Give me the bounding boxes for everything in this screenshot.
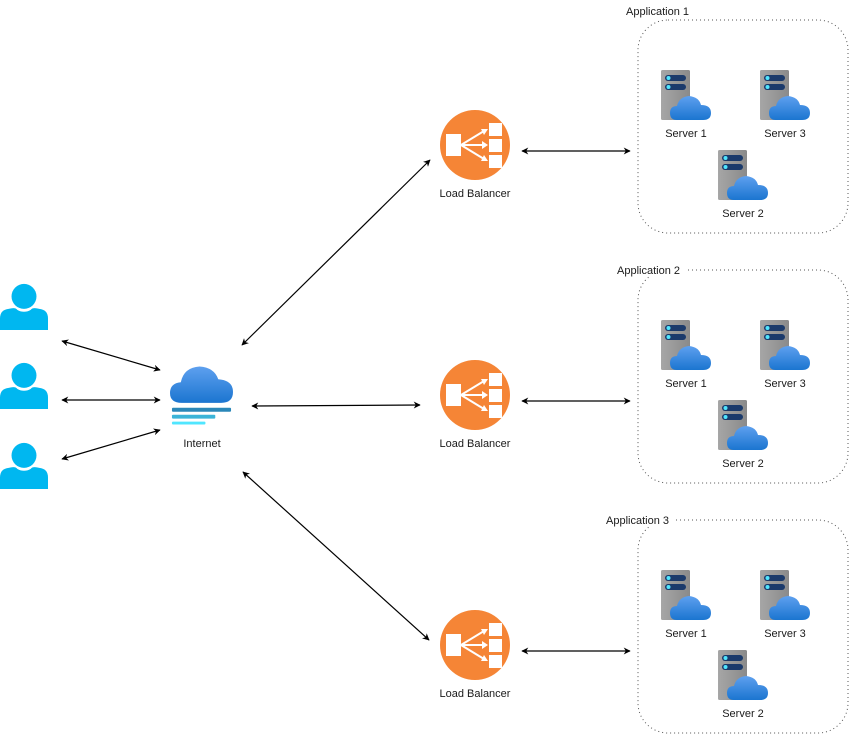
server-label: Server 2: [722, 458, 764, 470]
server-label: Server 3: [764, 628, 806, 640]
load-balancer-label: Load Balancer: [440, 438, 511, 450]
load-balancer-icon: [440, 110, 510, 180]
server-3[interactable]: Server 3: [760, 570, 810, 640]
server-label: Server 3: [764, 128, 806, 140]
server-3[interactable]: Server 3: [760, 70, 810, 140]
server-label: Server 2: [722, 208, 764, 220]
connector-user3-internet[interactable]: [61, 428, 161, 461]
server-icon: [661, 70, 711, 120]
load-balancer-icon: [440, 610, 510, 680]
application-group-3[interactable]: Application 3 Server 1 Server 3 Server 2: [604, 512, 849, 734]
server-label: Server 1: [665, 628, 707, 640]
application-group-border: [637, 19, 849, 234]
server-icon: [718, 650, 768, 700]
server-icon: [760, 320, 810, 370]
application-group-2[interactable]: Application 2 Server 1 Server 3 Server 2: [615, 262, 849, 484]
server-icon: [718, 150, 768, 200]
server-icon: [661, 320, 711, 370]
load-balancer-1[interactable]: Load Balancer: [440, 110, 511, 200]
server-icon: [718, 400, 768, 450]
load-balancer-3[interactable]: Load Balancer: [440, 610, 511, 700]
connector-internet-lb2[interactable]: [251, 401, 421, 410]
server-icon: [760, 70, 810, 120]
server-1[interactable]: Server 1: [661, 70, 711, 140]
title-backdrop: [615, 262, 685, 276]
server-2[interactable]: Server 2: [718, 650, 768, 720]
application-group-1[interactable]: Application 1 Server 1 Server 3 Server 2: [626, 6, 849, 234]
server-1[interactable]: Server 1: [661, 570, 711, 640]
load-balancer-2[interactable]: Load Balancer: [440, 360, 511, 450]
internet-node[interactable]: Internet: [170, 366, 233, 450]
application-title: Application 2: [617, 265, 680, 277]
server-icon: [661, 570, 711, 620]
load-balancer-label: Load Balancer: [440, 688, 511, 700]
internet-label: Internet: [183, 438, 220, 450]
server-label: Server 1: [665, 378, 707, 390]
internet-cloud-icon: [170, 366, 233, 425]
user-icon[interactable]: [0, 283, 48, 330]
connector-internet-lb3[interactable]: [242, 471, 430, 641]
title-backdrop: [604, 512, 674, 526]
application-group-border: [637, 519, 849, 734]
load-balancer-label: Load Balancer: [440, 188, 511, 200]
server-label: Server 3: [764, 378, 806, 390]
load-balancer-icon: [440, 360, 510, 430]
connector-internet-lb1[interactable]: [241, 159, 431, 346]
server-3[interactable]: Server 3: [760, 320, 810, 390]
server-label: Server 2: [722, 708, 764, 720]
server-1[interactable]: Server 1: [661, 320, 711, 390]
server-2[interactable]: Server 2: [718, 150, 768, 220]
application-group-border: [637, 269, 849, 484]
server-label: Server 1: [665, 128, 707, 140]
connector-user1-internet[interactable]: [61, 339, 161, 372]
server-icon: [760, 570, 810, 620]
server-2[interactable]: Server 2: [718, 400, 768, 470]
application-title: Application 1: [626, 6, 689, 18]
user-icon[interactable]: [0, 362, 48, 409]
user-icon[interactable]: [0, 442, 48, 489]
application-title: Application 3: [606, 515, 669, 527]
